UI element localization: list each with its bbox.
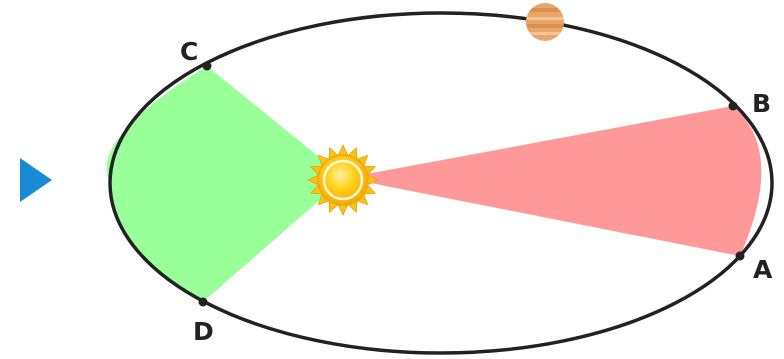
- play-icon: [20, 158, 52, 202]
- sun-icon: [308, 145, 378, 215]
- point-d-label: D: [193, 317, 214, 346]
- point-c-marker: [203, 62, 212, 71]
- play-button[interactable]: [20, 158, 52, 202]
- point-d-marker: [199, 298, 208, 307]
- point-b-marker: [729, 102, 738, 111]
- area-sector-cd: [107, 66, 345, 302]
- area-sector-ab: [345, 106, 761, 256]
- point-b-label: B: [752, 89, 771, 118]
- point-a-marker: [736, 252, 745, 261]
- point-c-label: C: [180, 37, 198, 66]
- point-a-label: A: [753, 255, 773, 284]
- planet-icon: [524, 3, 566, 41]
